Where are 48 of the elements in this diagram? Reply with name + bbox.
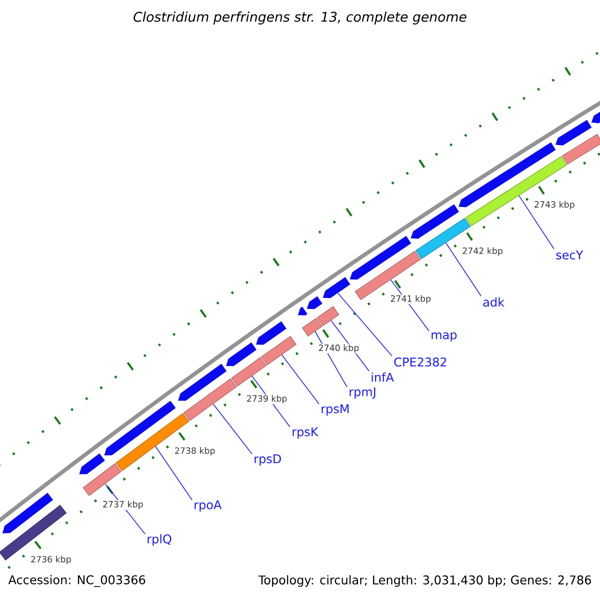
gene-bar — [231, 357, 267, 387]
gene-label: CPE2382 — [394, 357, 446, 367]
gene-label: map — [432, 332, 457, 342]
gene-bar — [183, 378, 237, 422]
scale-label: 2736 kbp — [30, 555, 72, 565]
gene-bar — [562, 134, 600, 165]
gene-label: rpsK — [292, 427, 319, 439]
leader-line — [212, 404, 252, 454]
scale-label: 2738 kbp — [174, 446, 216, 456]
gene-feature — [458, 142, 556, 208]
gene-feature — [410, 204, 460, 239]
gene-feature — [591, 112, 600, 124]
gene-feature — [322, 277, 350, 298]
gene-feature — [256, 321, 286, 345]
leader-line — [446, 242, 482, 296]
scale-label: 2739 kbp — [246, 394, 288, 404]
gene-feature — [555, 120, 592, 146]
gene-feature — [2, 492, 54, 534]
leader-line — [281, 354, 320, 404]
scale-label: 2743 kbp — [533, 200, 576, 210]
gene-label: rpoA — [194, 500, 222, 512]
gene-label: rplQ — [148, 534, 172, 546]
gene-feature — [79, 453, 105, 474]
leader-line — [338, 292, 392, 356]
footer-text: Topology: circular; Length: 3,031,430 bp; Genes: 2,786 — [258, 575, 591, 587]
gene-bar — [82, 463, 122, 496]
gene-label: infA — [372, 372, 394, 382]
footer-text: Accession: NC_003366 — [8, 575, 146, 587]
gene-label: secY — [556, 250, 584, 260]
gene-label: adk — [483, 297, 504, 307]
leader-line — [155, 446, 192, 500]
scale-label: 2742 kbp — [461, 246, 504, 256]
title: Clostridium perfringens str. 13, complete genome — [134, 12, 466, 24]
leader-line — [518, 195, 554, 250]
gene-feature — [104, 400, 176, 456]
scale-label: 2737 kbp — [102, 500, 144, 510]
gene-bar — [302, 318, 322, 336]
gene-bar — [316, 306, 340, 326]
gene-feature — [178, 364, 227, 401]
gene-feature — [306, 296, 322, 310]
gene-label: rpmJ — [350, 387, 376, 399]
scale-label: 2741 kbp — [390, 294, 432, 304]
scale-label: 2740 kbp — [318, 344, 360, 354]
gene-label: rpsM — [322, 404, 349, 416]
gene-feature — [226, 342, 257, 366]
gene-feature — [298, 306, 308, 316]
gene-label: rpsD — [254, 454, 281, 466]
gene-feature — [350, 236, 412, 280]
